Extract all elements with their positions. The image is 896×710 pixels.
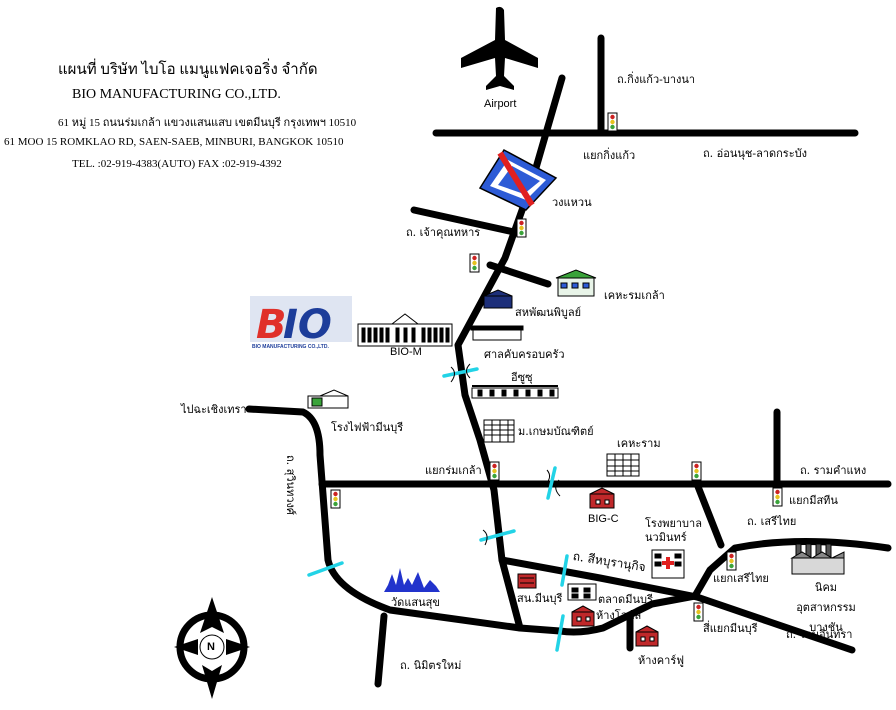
label-sahaphat: สหพัฒนพิบูลย์ [515,306,582,319]
label-kingkaew-bangna: ถ.กิ่งแก้ว-บางนา [617,73,696,86]
bio-logo-icon: B IO [250,296,352,348]
traffic-light-icon [772,487,783,507]
label-airport: Airport [484,98,517,110]
compass-icon [174,597,250,699]
phone-fax: TEL. :02-919-4383(AUTO) FAX :02-919-4392 [72,158,282,170]
label-navamin-hospital: โรงพยาบาล นวมินทร์ [645,517,702,544]
market-icon [567,583,597,601]
label-lotus: ห้างโลตัส [596,609,642,622]
isuzu-building-icon [471,385,559,399]
label-four-way-junction: สี่แยกมีนบุรี [703,622,758,635]
logo-caption: BIO MANUFACTURING CO.,LTD. [252,344,329,350]
bio-m-building-icon [357,313,453,347]
label-chaokhun-road: ถ. เจ้าคุณทหาร [406,226,481,239]
label-lamsali: แยกมีสทีน [789,494,838,507]
traffic-light-icon [330,489,341,509]
label-seethai-road: ถ. เสรีไทย [747,515,797,528]
label-suwinthawong: ถ. สุวินทวงศ์ [284,455,297,515]
traffic-light-icon [489,461,500,481]
label-ramkhamhaeng: ถ. รามคำแหง [800,464,867,477]
bridge-sihaburanukit [560,554,569,587]
label-seethai-junction: แยกเสรีไทย [713,572,769,585]
bridge-main-north [442,367,479,378]
label-bigc: BIG-C [588,513,619,525]
label-police-station: สน.มีนบุรี [517,592,563,605]
label-ramintra: ถ. รามอินทรา [786,628,853,641]
bigc-store-icon [589,487,615,509]
housing-building-icon [555,269,597,297]
road-nimit [374,612,388,688]
company-title-english: BIO MANUFACTURING CO.,LTD. [72,87,281,102]
road-suwinthawong [245,405,892,636]
label-ring-road: วงแหวน [552,196,592,209]
hospital-icon [651,549,685,579]
label-wat-saensuk: วัดแสนสุข [391,596,440,609]
bridge-ramkhamhaeng [546,466,557,500]
svg-text:IO: IO [283,302,332,348]
traffic-light-icon [469,253,480,273]
label-isuzu: อีซูซุ [511,371,533,384]
road-romklao-housing-branch [486,261,552,288]
label-bio-m: BIO-M [390,346,422,358]
label-industrial-estate: นิคมอุตสาหกรรม บางชัน [796,581,856,634]
traffic-lights [330,112,783,622]
road-chaokhun [410,206,518,236]
airplane-icon [461,6,538,90]
road-seethai-diagonal [693,480,725,549]
traffic-light-icon [516,218,527,238]
traffic-light-icon [726,551,737,571]
label-market: ตลาดมีนบุรี [598,593,653,606]
bridge-suwinthawong [307,561,344,577]
traffic-light-icon [607,112,618,132]
carrefour-store-icon [635,625,659,647]
temple-skyline-icon [384,568,440,592]
ring-road-sign-icon [478,149,558,211]
road-sihaburanukit [498,556,701,601]
address-thai: 61 หมู่ 15 ถนนร่มเกล้า แขวงแสนแสบ เขตมีน… [58,117,357,129]
label-court: ศาลคับครอบครัว [484,348,565,361]
power-plant-icon [307,389,349,409]
sahaphat-building-icon [483,289,513,309]
label-chachoengsao: ไปฉะเชิงเทรา [181,403,247,416]
address-english: 61 MOO 15 ROMKLAO RD, SAEN-SAEB, MINBURI… [4,136,344,148]
label-kingkaew-junction: แยกกิ่งแก้ว [583,149,636,162]
factory-icon [790,543,845,575]
label-kheharam: เคหะราม [617,437,661,450]
label-nimit-road: ถ. นิมิตรใหม่ [400,659,462,672]
traffic-light-icon [691,461,702,481]
label-kasem-bundit: ม.เกษมบัณฑิตย์ [518,425,594,438]
road-ramintra [693,593,856,654]
label-romklao-housing: เคหะรมเกล้า [604,289,665,302]
bridge-main-south [479,529,516,542]
label-romklao-junction: แยกร่มเกล้า [425,464,482,477]
traffic-light-icon [693,602,704,622]
police-station-icon [517,573,537,589]
university-building-icon [483,419,515,443]
label-power-plant: โรงไฟฟ้ามีนบุรี [331,421,404,434]
compass-north: N [207,641,215,653]
svg-text:B: B [256,302,287,348]
court-building-icon [470,325,524,341]
label-onnut-ladkrabang: ถ. อ่อนนุช-ลาดกระบัง [703,147,807,160]
kheharam-building-icon [606,453,640,477]
bridge-lotus [555,614,565,652]
company-title-thai: แผนที่ บริษัท ไบโอ แมนูแฟคเจอริ่ง จำกัด [58,62,318,78]
label-carrefour: ห้างคาร์ฟู [638,654,685,667]
lotus-store-icon [571,605,595,627]
